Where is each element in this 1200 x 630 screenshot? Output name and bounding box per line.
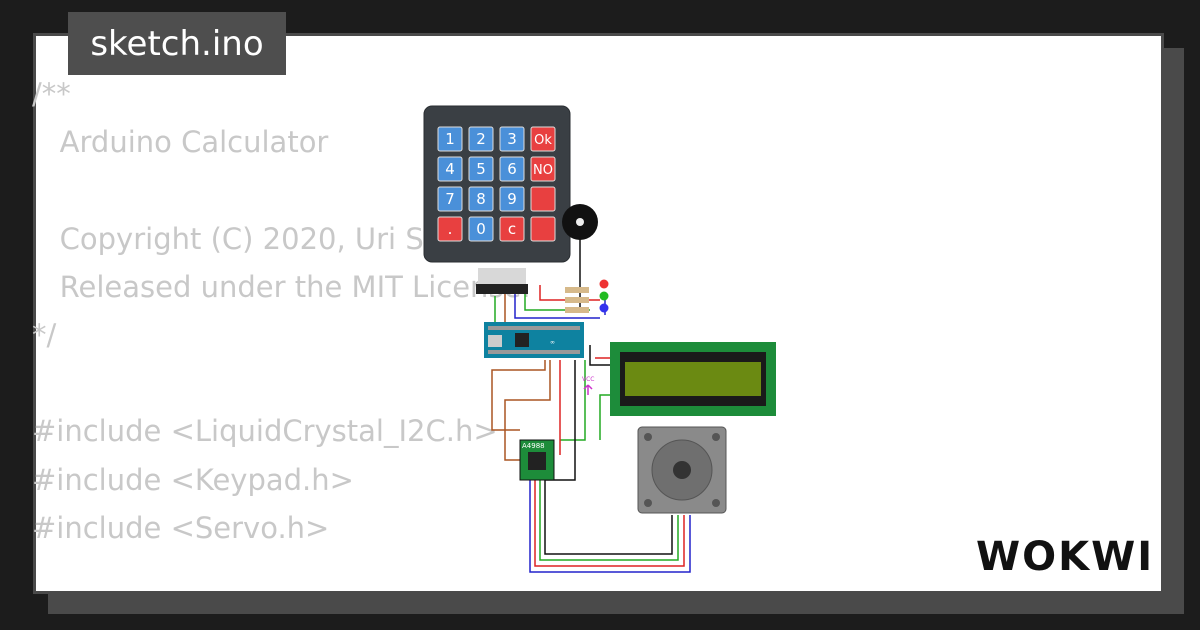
- vcc-label: VCC: [582, 376, 594, 383]
- file-tab-label: sketch.ino: [90, 23, 264, 64]
- motor-screw: [712, 433, 720, 441]
- preview-card: [33, 33, 1164, 594]
- resistor-3: [565, 307, 589, 313]
- lcd-display[interactable]: [610, 342, 776, 416]
- keypad-key-label: 7: [445, 190, 455, 208]
- keypad-key-label: 2: [476, 130, 486, 148]
- motor-screw: [644, 433, 652, 441]
- keypad-key-label: 1: [445, 130, 455, 148]
- keypad-key[interactable]: [468, 156, 494, 182]
- stepper-motor[interactable]: [637, 426, 727, 514]
- arduino-header-bottom: [488, 350, 580, 354]
- keypad-key-label: 8: [476, 190, 486, 208]
- keypad-key-label: .: [448, 220, 453, 238]
- blue-led: [599, 303, 609, 313]
- code-line: #include <Keypad.h>: [32, 462, 354, 497]
- keypad-key-label: 3: [507, 130, 517, 148]
- red-led: [599, 279, 609, 289]
- keypad-key-label: NO: [533, 163, 553, 178]
- led-group[interactable]: [565, 279, 609, 314]
- resistor-1: [565, 287, 589, 293]
- keypad-key[interactable]: [437, 126, 463, 152]
- arduino-chip: [515, 333, 529, 347]
- lcd-screen: [625, 362, 761, 396]
- keypad-key[interactable]: [499, 216, 525, 242]
- keypad-key-label: Ok: [534, 133, 552, 148]
- keypad-key[interactable]: [499, 186, 525, 212]
- keypad-key-label: 6: [507, 160, 517, 178]
- stepper-driver[interactable]: A4988: [519, 439, 555, 481]
- buzzer-hole: [576, 218, 584, 226]
- keypad-key[interactable]: [468, 126, 494, 152]
- wokwi-logo: WOKWI: [976, 534, 1154, 580]
- arduino-header-top: [488, 326, 580, 330]
- keypad-key[interactable]: [437, 156, 463, 182]
- green-led: [599, 291, 609, 301]
- keypad-key[interactable]: [499, 156, 525, 182]
- keypad-key-label: 5: [476, 160, 486, 178]
- buzzer[interactable]: [562, 204, 598, 240]
- membrane-keypad[interactable]: 1 2 3 Ok 4 5 6 NO 7 8 9. 0 c: [423, 105, 571, 294]
- keypad-key-label: 4: [445, 160, 455, 178]
- resistor-2: [565, 297, 589, 303]
- keypad-key[interactable]: [530, 186, 556, 212]
- keypad-key[interactable]: [499, 126, 525, 152]
- file-tab[interactable]: sketch.ino: [68, 12, 286, 75]
- code-preview: /** Arduino Calculator Copyright (C) 202…: [32, 70, 531, 552]
- keypad-key-label: 0: [476, 220, 486, 238]
- code-line: #include <Servo.h>: [32, 510, 330, 545]
- keypad-key[interactable]: [437, 216, 463, 242]
- keypad-key[interactable]: [468, 216, 494, 242]
- wokwi-logo-text: WOKWI: [976, 534, 1154, 580]
- code-line: Arduino Calculator: [32, 125, 329, 160]
- keypad-key[interactable]: [468, 186, 494, 212]
- arduino-nano[interactable]: ∞: [484, 322, 584, 358]
- motor-shaft: [673, 461, 691, 479]
- keypad-connector: [476, 284, 528, 294]
- keypad-key[interactable]: [530, 216, 556, 242]
- code-line: */: [32, 317, 57, 352]
- keypad-key[interactable]: [530, 126, 556, 152]
- keypad-key-label: c: [508, 220, 516, 238]
- keypad-key[interactable]: [437, 186, 463, 212]
- keypad-key[interactable]: [530, 156, 556, 182]
- usb-port: [488, 335, 502, 347]
- driver-chip: [528, 452, 546, 470]
- keypad-key-label: 9: [507, 190, 517, 208]
- code-line: #include <LiquidCrystal_I2C.h>: [32, 414, 498, 449]
- arduino-logo-icon: ∞: [550, 339, 555, 346]
- code-line: /**: [32, 77, 71, 111]
- driver-label: A4988: [522, 442, 545, 450]
- motor-screw: [712, 499, 720, 507]
- motor-screw: [644, 499, 652, 507]
- keypad-ribbon: [478, 268, 526, 286]
